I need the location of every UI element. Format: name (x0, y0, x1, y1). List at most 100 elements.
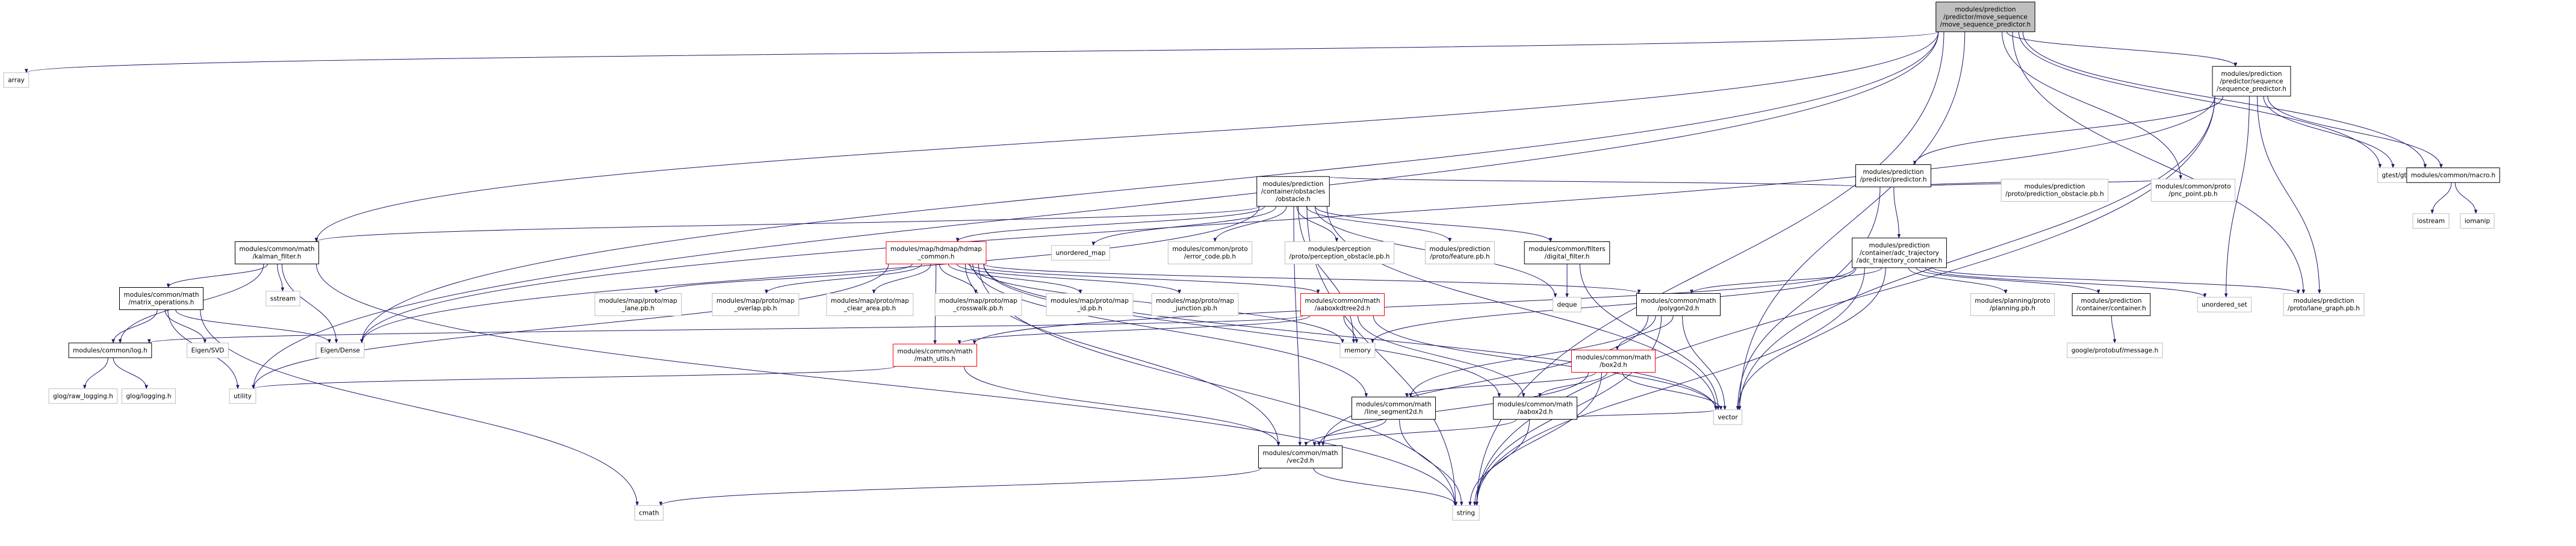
graph-node-log[interactable]: modules/common/log.h (68, 343, 152, 358)
node-label-line: /polygon2d.h (1658, 305, 1699, 312)
node-label-line: /proto/lane_graph.pb.h (2288, 305, 2360, 312)
node-label-line: /line_segment2d.h (1364, 409, 1423, 416)
include-edge-vec2d-to-string (1313, 468, 1458, 506)
include-edge-root-to-pnc-point (2002, 31, 2183, 180)
include-edge-seqpred-to-gtest (2263, 96, 2395, 169)
graph-node-eigen-svd: Eigen/SVD (187, 343, 229, 358)
node-box (229, 388, 256, 404)
node-label-line: modules/prediction (1262, 181, 1323, 188)
graph-node-obstacle[interactable]: modules/prediction/container/obstacles/o… (1256, 176, 1330, 207)
graph-node-matrix[interactable]: modules/common/math/matrix_operations.h (119, 287, 204, 310)
node-label-line: modules/common/proto (1172, 246, 1247, 253)
graph-node-macro[interactable]: modules/common/macro.h (2406, 167, 2500, 183)
graph-node-root[interactable]: modules/prediction/predictor/move_sequen… (1935, 1, 2035, 33)
node-box (1713, 409, 1743, 425)
graph-node-kalman[interactable]: modules/common/math/kalman_filter.h (234, 241, 320, 264)
graph-node-aaboxkdtree[interactable]: modules/common/math/aaboxkdtree2d.h (1300, 293, 1385, 316)
include-edge-container-to-protobuf (2111, 315, 2117, 344)
node-box (1571, 350, 1656, 373)
node-label-line: /proto/prediction_obstacle.pb.h (2005, 191, 2104, 198)
node-label-line: unordered_map (1056, 249, 1106, 256)
include-edge-hdmap-to-overlap-pb (765, 264, 922, 294)
include-edge-box2d-to-string (1473, 372, 1602, 506)
include-edge-root-to-utility (252, 31, 1939, 389)
graph-node-line-seg[interactable]: modules/common/math/line_segment2d.h (1351, 397, 1436, 420)
graph-node-pnc-point: modules/common/proto/pnc_point.pb.h (2150, 179, 2236, 202)
include-edge-box2d-to-vec2d (1317, 372, 1589, 447)
node-box (1351, 397, 1436, 420)
include-edge-predictor-to-obstacle (1326, 176, 1859, 187)
graph-node-adc[interactable]: modules/prediction/container/adc_traject… (1852, 237, 1947, 268)
graph-node-aabox[interactable]: modules/common/math/aabox2d.h (1492, 397, 1578, 420)
node-label-line: modules/prediction (2081, 297, 2141, 305)
include-edge-seqpred-to-unordered-set (2224, 96, 2250, 298)
include-edge-kalman-to-sstream (277, 264, 285, 292)
include-edge-aabox-to-vec2d (1312, 419, 1517, 447)
graph-node-math-utils[interactable]: modules/common/math/math_utils.h (892, 344, 978, 367)
node-box (1258, 445, 1343, 468)
graph-node-glog: glog/logging.h (121, 388, 176, 404)
graph-node-container[interactable]: modules/prediction/container/container.h (2072, 293, 2151, 316)
include-edge-hdmap-to-id-pb (948, 264, 1082, 294)
node-label-line: deque (1557, 301, 1577, 308)
node-label-line: string (1457, 509, 1475, 517)
node-label-line: _clear_area.pb.h (843, 305, 896, 312)
include-edge-root-to-kalman (314, 31, 1939, 243)
include-edge-root-to-macro (2022, 31, 2427, 169)
include-edge-obstacle-to-unordered-map (1091, 206, 1277, 246)
graph-node-box2d[interactable]: modules/common/math/box2d.h (1571, 350, 1656, 373)
include-edge-predictor-to-vector (1736, 187, 1881, 411)
graph-node-seqpred[interactable]: modules/prediction/predictor/sequence/se… (2212, 66, 2291, 97)
node-label-line: modules/map/proto/map (716, 297, 795, 305)
include-edge-aaboxkdtree-to-math-utils (957, 315, 1311, 345)
include-edge-box2d-to-aabox (1538, 372, 1608, 398)
include-edge-root-to-seqpred (2006, 31, 2238, 67)
node-box (265, 291, 300, 306)
include-edge-obstacle-to-kalman (315, 206, 1260, 243)
include-edge-seqpred-to-eigen-dense (360, 96, 2215, 344)
graph-node-digital[interactable]: modules/common/filters/digital_filter.h (1524, 241, 1610, 264)
node-label-line: /digital_filter.h (1545, 253, 1590, 261)
graph-node-polygon[interactable]: modules/common/math/polygon2d.h (1636, 293, 1721, 316)
node-label-line: _common.h (917, 253, 955, 261)
node-label-line: array (8, 76, 25, 84)
node-label-line: modules/common/math (1305, 297, 1380, 305)
node-label-line: modules/common/math (239, 246, 314, 253)
graph-node-overlap-pb: modules/map/proto/map_overlap.pb.h (712, 293, 799, 316)
include-edge-hdmap-to-vec2d (964, 264, 1280, 447)
include-edge-root-to-lane-graph (2012, 31, 2306, 294)
include-edge-adc-to-polygon (1690, 267, 1882, 294)
include-edge-seqpred-to-macro (2267, 96, 2443, 169)
node-box (1855, 164, 1931, 187)
node-label-line: /box2d.h (1600, 362, 1627, 369)
include-edge-obstacle-to-digital (1314, 206, 1553, 243)
node-box (1300, 293, 1385, 316)
include-edge-root-to-gtest (2018, 31, 2382, 169)
node-label-line: memory (1344, 347, 1371, 354)
include-edge-aaboxkdtree-to-memory (1343, 315, 1359, 344)
node-box (2150, 179, 2236, 202)
node-label-line: modules/common/math (1575, 354, 1651, 361)
include-edge-aaboxkdtree-to-aabox (1358, 315, 1525, 398)
include-edge-box2d-to-line-seg (1405, 372, 1597, 398)
include-edge-hdmap-to-polygon (983, 264, 1640, 294)
node-label-line: /kalman_filter.h (253, 253, 302, 261)
node-box (634, 505, 664, 521)
node-label-line: modules/common/math (1262, 450, 1338, 457)
node-label-line: modules/map/proto/map (599, 297, 677, 305)
node-label-line: modules/map/proto/map (831, 297, 909, 305)
node-box (119, 287, 204, 310)
node-box (1452, 505, 1480, 521)
graph-node-lane-graph: modules/prediction/proto/lane_graph.pb.h (2283, 293, 2365, 316)
node-box (886, 241, 987, 264)
graph-node-vec2d[interactable]: modules/common/math/vec2d.h (1258, 445, 1343, 468)
node-label-line: modules/common/macro.h (2411, 172, 2495, 179)
graph-node-predictor[interactable]: modules/prediction/predictor/predictor.h (1855, 164, 1931, 187)
graph-node-hdmap[interactable]: modules/map/hdmap/hdmap_common.h (886, 241, 987, 264)
include-edge-hdmap-to-crosswalk-pb (939, 264, 978, 294)
node-box (2000, 179, 2109, 202)
node-label-line: /adc_trajectory_container.h (1857, 257, 1943, 264)
include-edge-line-seg-to-vec2d (1304, 419, 1387, 447)
node-label-line: iomanip (2465, 217, 2491, 225)
node-label-line: _overlap.pb.h (733, 305, 777, 312)
